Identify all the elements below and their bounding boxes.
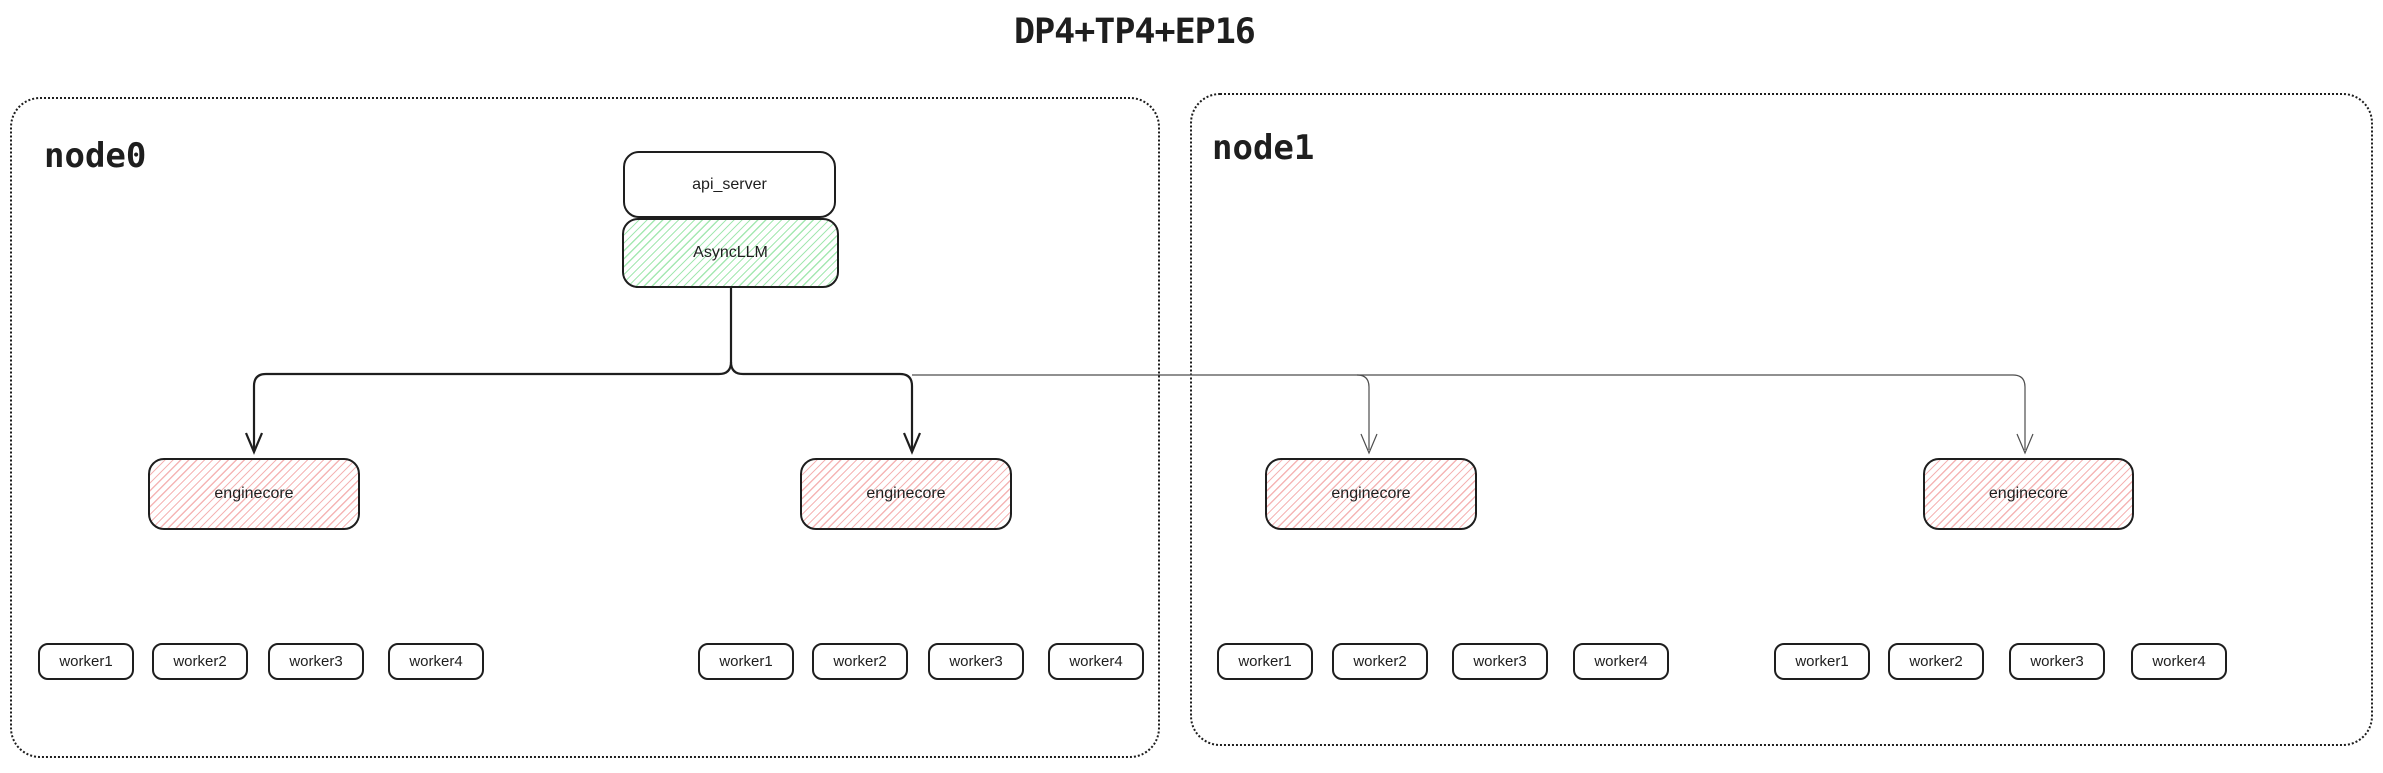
worker-box: worker3 bbox=[928, 643, 1024, 680]
node1-label: node1 bbox=[1212, 128, 1315, 168]
enginecore-box-2: enginecore bbox=[800, 458, 1012, 530]
enginecore-box-3: enginecore bbox=[1265, 458, 1477, 530]
worker-box: worker1 bbox=[38, 643, 134, 680]
worker-box: worker3 bbox=[268, 643, 364, 680]
worker-box: worker4 bbox=[2131, 643, 2227, 680]
worker-box: worker2 bbox=[812, 643, 908, 680]
worker-box: worker4 bbox=[388, 643, 484, 680]
worker-box: worker4 bbox=[1048, 643, 1144, 680]
worker-box: worker1 bbox=[1774, 643, 1870, 680]
worker-box: worker1 bbox=[698, 643, 794, 680]
asyncllm-box: AsyncLLM bbox=[622, 218, 839, 288]
worker-box: worker2 bbox=[1332, 643, 1428, 680]
worker-box: worker3 bbox=[2009, 643, 2105, 680]
worker-box: worker2 bbox=[1888, 643, 1984, 680]
worker-box: worker2 bbox=[152, 643, 248, 680]
enginecore-box-1: enginecore bbox=[148, 458, 360, 530]
api-server-box: api_server bbox=[623, 151, 836, 218]
worker-box: worker1 bbox=[1217, 643, 1313, 680]
diagram-title: DP4+TP4+EP16 bbox=[1014, 12, 1256, 52]
worker-box: worker3 bbox=[1452, 643, 1548, 680]
node0-label: node0 bbox=[44, 136, 147, 176]
worker-box: worker4 bbox=[1573, 643, 1669, 680]
enginecore-box-4: enginecore bbox=[1923, 458, 2134, 530]
